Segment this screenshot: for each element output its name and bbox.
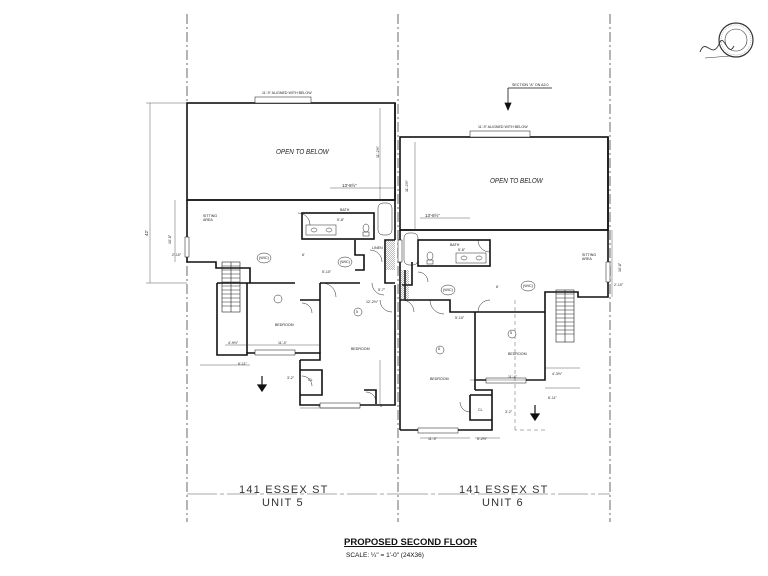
unit-6-doors — [401, 239, 491, 413]
unit-5-dim-wic: 6' — [302, 253, 305, 257]
unit-5-doors — [297, 212, 393, 403]
unit-6-dim-bed-d: 3'-2" — [505, 410, 513, 414]
unit-5-stair — [221, 261, 241, 313]
unit-5-bath-fixtures — [305, 202, 393, 237]
unit-5-dim-left-a: 10'-8" — [168, 234, 172, 244]
unit-5-dim-right-b: 5'-7" — [378, 288, 386, 292]
unit-6-label: UNIT 6 — [482, 497, 524, 509]
unit-6-dim-right-a: 10'-8" — [618, 262, 622, 272]
unit-6-street: 141 ESSEX ST — [459, 484, 549, 496]
unit-6-dim-open-bottom: 13'-8½" — [425, 213, 440, 218]
unit-6-bedroom-left: BEDROOM — [430, 377, 449, 381]
unit-6-stair — [555, 289, 575, 343]
unit-6-wic-right: (WIC) — [523, 284, 533, 288]
unit-5-bedroom-left: BEDROOM — [275, 323, 294, 327]
unit-6-closet: CL — [478, 408, 483, 412]
unit-6-windows — [397, 130, 611, 434]
unit-6-open-to-below: OPEN TO BELOW — [490, 178, 543, 185]
unit-5-dim-wic-b: 5'-10" — [322, 270, 332, 274]
unit-5-dim-open-right: 11'-2½" — [376, 146, 380, 158]
unit-5-dim-bed-d: 3'-2" — [287, 376, 295, 380]
unit-5-aligned-label: 11'-9" ALIGNED WITH BELOW — [262, 91, 312, 95]
unit-6-wic-left: (WIC) — [443, 288, 453, 292]
unit-6-dim-bot-b: 5'-2½" — [477, 437, 488, 441]
unit-6-dimensions — [414, 142, 613, 439]
unit-5-overall-height: 42' — [144, 230, 149, 236]
unit-6-bath-dim: 5'-8" — [458, 248, 466, 252]
unit-6-dim-open-left: 11'-2½" — [405, 180, 409, 192]
unit-6-dim-bed-b: 4'-3½" — [552, 372, 563, 376]
unit-5-dim-bed-a: 11'-4" — [278, 341, 287, 345]
unit-5-sitting-area: SITTING AREA — [203, 214, 218, 222]
engineer-seal-icon — [699, 22, 754, 59]
unit-5-bedroom-right: BEDROOM — [351, 347, 370, 351]
unit-5-street: 141 ESSEX ST — [239, 484, 329, 496]
unit-5-label: UNIT 5 — [262, 497, 304, 509]
section-mark-label: SECTION "A" ON A3.0 — [512, 83, 549, 87]
unit-6-tag-5: 5 — [510, 331, 512, 335]
unit-5-bath: BATH — [340, 208, 350, 212]
unit-6-down-arrow — [529, 405, 541, 422]
unit-6-bath-fixtures — [403, 232, 487, 266]
unit-5-open-to-below: OPEN TO BELOW — [276, 149, 329, 156]
unit-5-down-arrow — [256, 376, 268, 393]
room-tags — [256, 252, 536, 355]
unit-5-dim-bed-c: 6'-11" — [238, 362, 247, 366]
unit-6-tag-6: 6 — [438, 347, 440, 351]
unit-6-dim-bot-a: 11'-5" — [428, 437, 437, 441]
unit-6-hatch — [400, 270, 409, 300]
unit-6-bedroom-right: BEDROOM — [508, 352, 527, 356]
drawing-title: PROPOSED SECOND FLOOR — [344, 537, 478, 548]
unit-5-dim-bot-a: 5' — [318, 404, 321, 408]
unit-5-hatch — [386, 240, 395, 270]
unit-5-closet: CL — [308, 378, 313, 382]
drawing-scale: SCALE: ¼" = 1'-0" (24X36) — [346, 552, 424, 559]
unit-6-dim-bed-a: 11'-4" — [508, 375, 517, 379]
unit-5-wic-right: (WIC) — [340, 260, 350, 264]
unit-5-dim-right-a: 12'-2½" — [366, 300, 379, 304]
unit-5-wic-left: (WIC) — [259, 256, 269, 260]
unit-6-aligned-label: 11'-9" ALIGNED WITH BELOW — [478, 125, 528, 129]
unit-6-dim-right-b: 2'-10" — [614, 283, 624, 287]
unit-5-linen: LINEN — [372, 246, 383, 250]
unit-5-dim-bot-b: 5' — [380, 404, 383, 408]
unit-6-sitting-area: SITTING AREA — [582, 253, 597, 261]
unit-5-dim-bed-b: 4'-9½" — [228, 341, 239, 345]
unit-6-dim-wic: 6' — [496, 285, 499, 289]
unit-5-dim-open-bottom: 13'-8½" — [342, 183, 357, 188]
unit-6-bath: BATH — [450, 243, 460, 247]
unit-5-dimensions — [146, 102, 395, 409]
unit-5-tag-5: 5 — [356, 310, 358, 314]
unit-5-bath-dim: 5'-8" — [337, 218, 345, 222]
unit-5-windows — [184, 96, 361, 409]
unit-6-dim-wic-b: 5'-10" — [455, 316, 465, 320]
section-marker — [504, 87, 552, 112]
unit-6-dim-bed-c: 6'-11" — [548, 396, 557, 400]
unit-5-dim-left-b: 2'-10" — [172, 253, 182, 257]
